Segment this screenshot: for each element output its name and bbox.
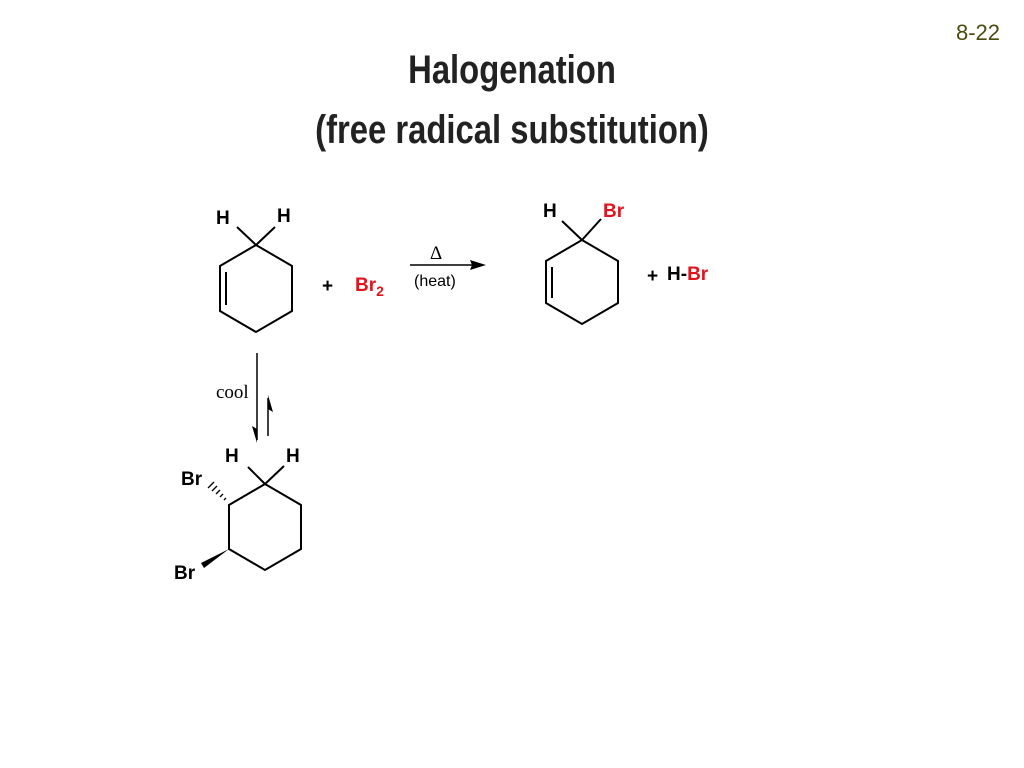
reactant-h-left: H: [216, 208, 230, 229]
slide-title: Halogenation: [408, 48, 616, 92]
equilibrium-arrows: [252, 353, 273, 443]
slide-number: 8-22: [955, 20, 1000, 45]
slide-subtitle: (free radical substitution): [315, 108, 709, 152]
dibromo-br-top: Br: [181, 469, 203, 490]
byproduct-hbr: H-Br: [667, 264, 709, 285]
heat-label: (heat): [414, 273, 456, 290]
reactant-h-right: H: [277, 206, 291, 227]
hashed-wedge-bond: [207, 481, 227, 501]
reaction-arrow: [410, 260, 486, 270]
plus-sign-1: +: [322, 276, 333, 297]
dibromo-br-bottom: Br: [174, 563, 196, 584]
cool-label: cool: [216, 382, 249, 403]
product-h: H: [543, 201, 557, 222]
dibromo-h-left: H: [225, 446, 239, 467]
reagent-br2: Br2: [355, 275, 384, 299]
delta-symbol: Δ: [430, 243, 442, 264]
product-br: Br: [603, 201, 625, 222]
product-bromocyclohexene: [545, 218, 619, 326]
dibromocyclohexane: [228, 465, 302, 572]
reactant-cyclohexene: [219, 226, 293, 334]
plus-sign-2: +: [647, 266, 658, 287]
bold-wedge-bond: [201, 549, 229, 568]
dibromo-h-right: H: [286, 446, 300, 467]
